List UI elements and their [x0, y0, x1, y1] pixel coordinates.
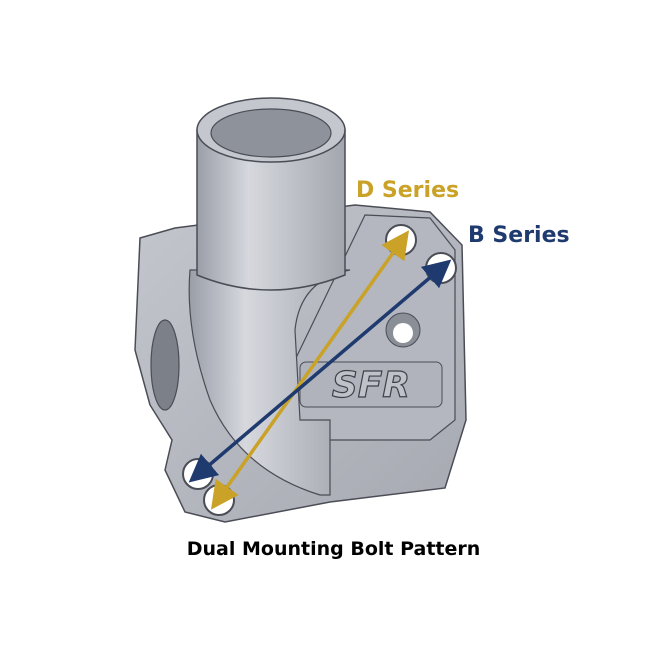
svg-text:SFR: SFR: [332, 365, 410, 406]
tube-opening-inner: [210, 108, 332, 158]
b-series-arrow: [188, 259, 452, 483]
threaded-port-hole: [393, 323, 413, 343]
b-series-label: B Series: [468, 223, 570, 248]
d-series-label: D Series: [356, 178, 460, 203]
side-port: [150, 319, 180, 411]
caption: Dual Mounting Bolt Pattern: [186, 538, 481, 560]
